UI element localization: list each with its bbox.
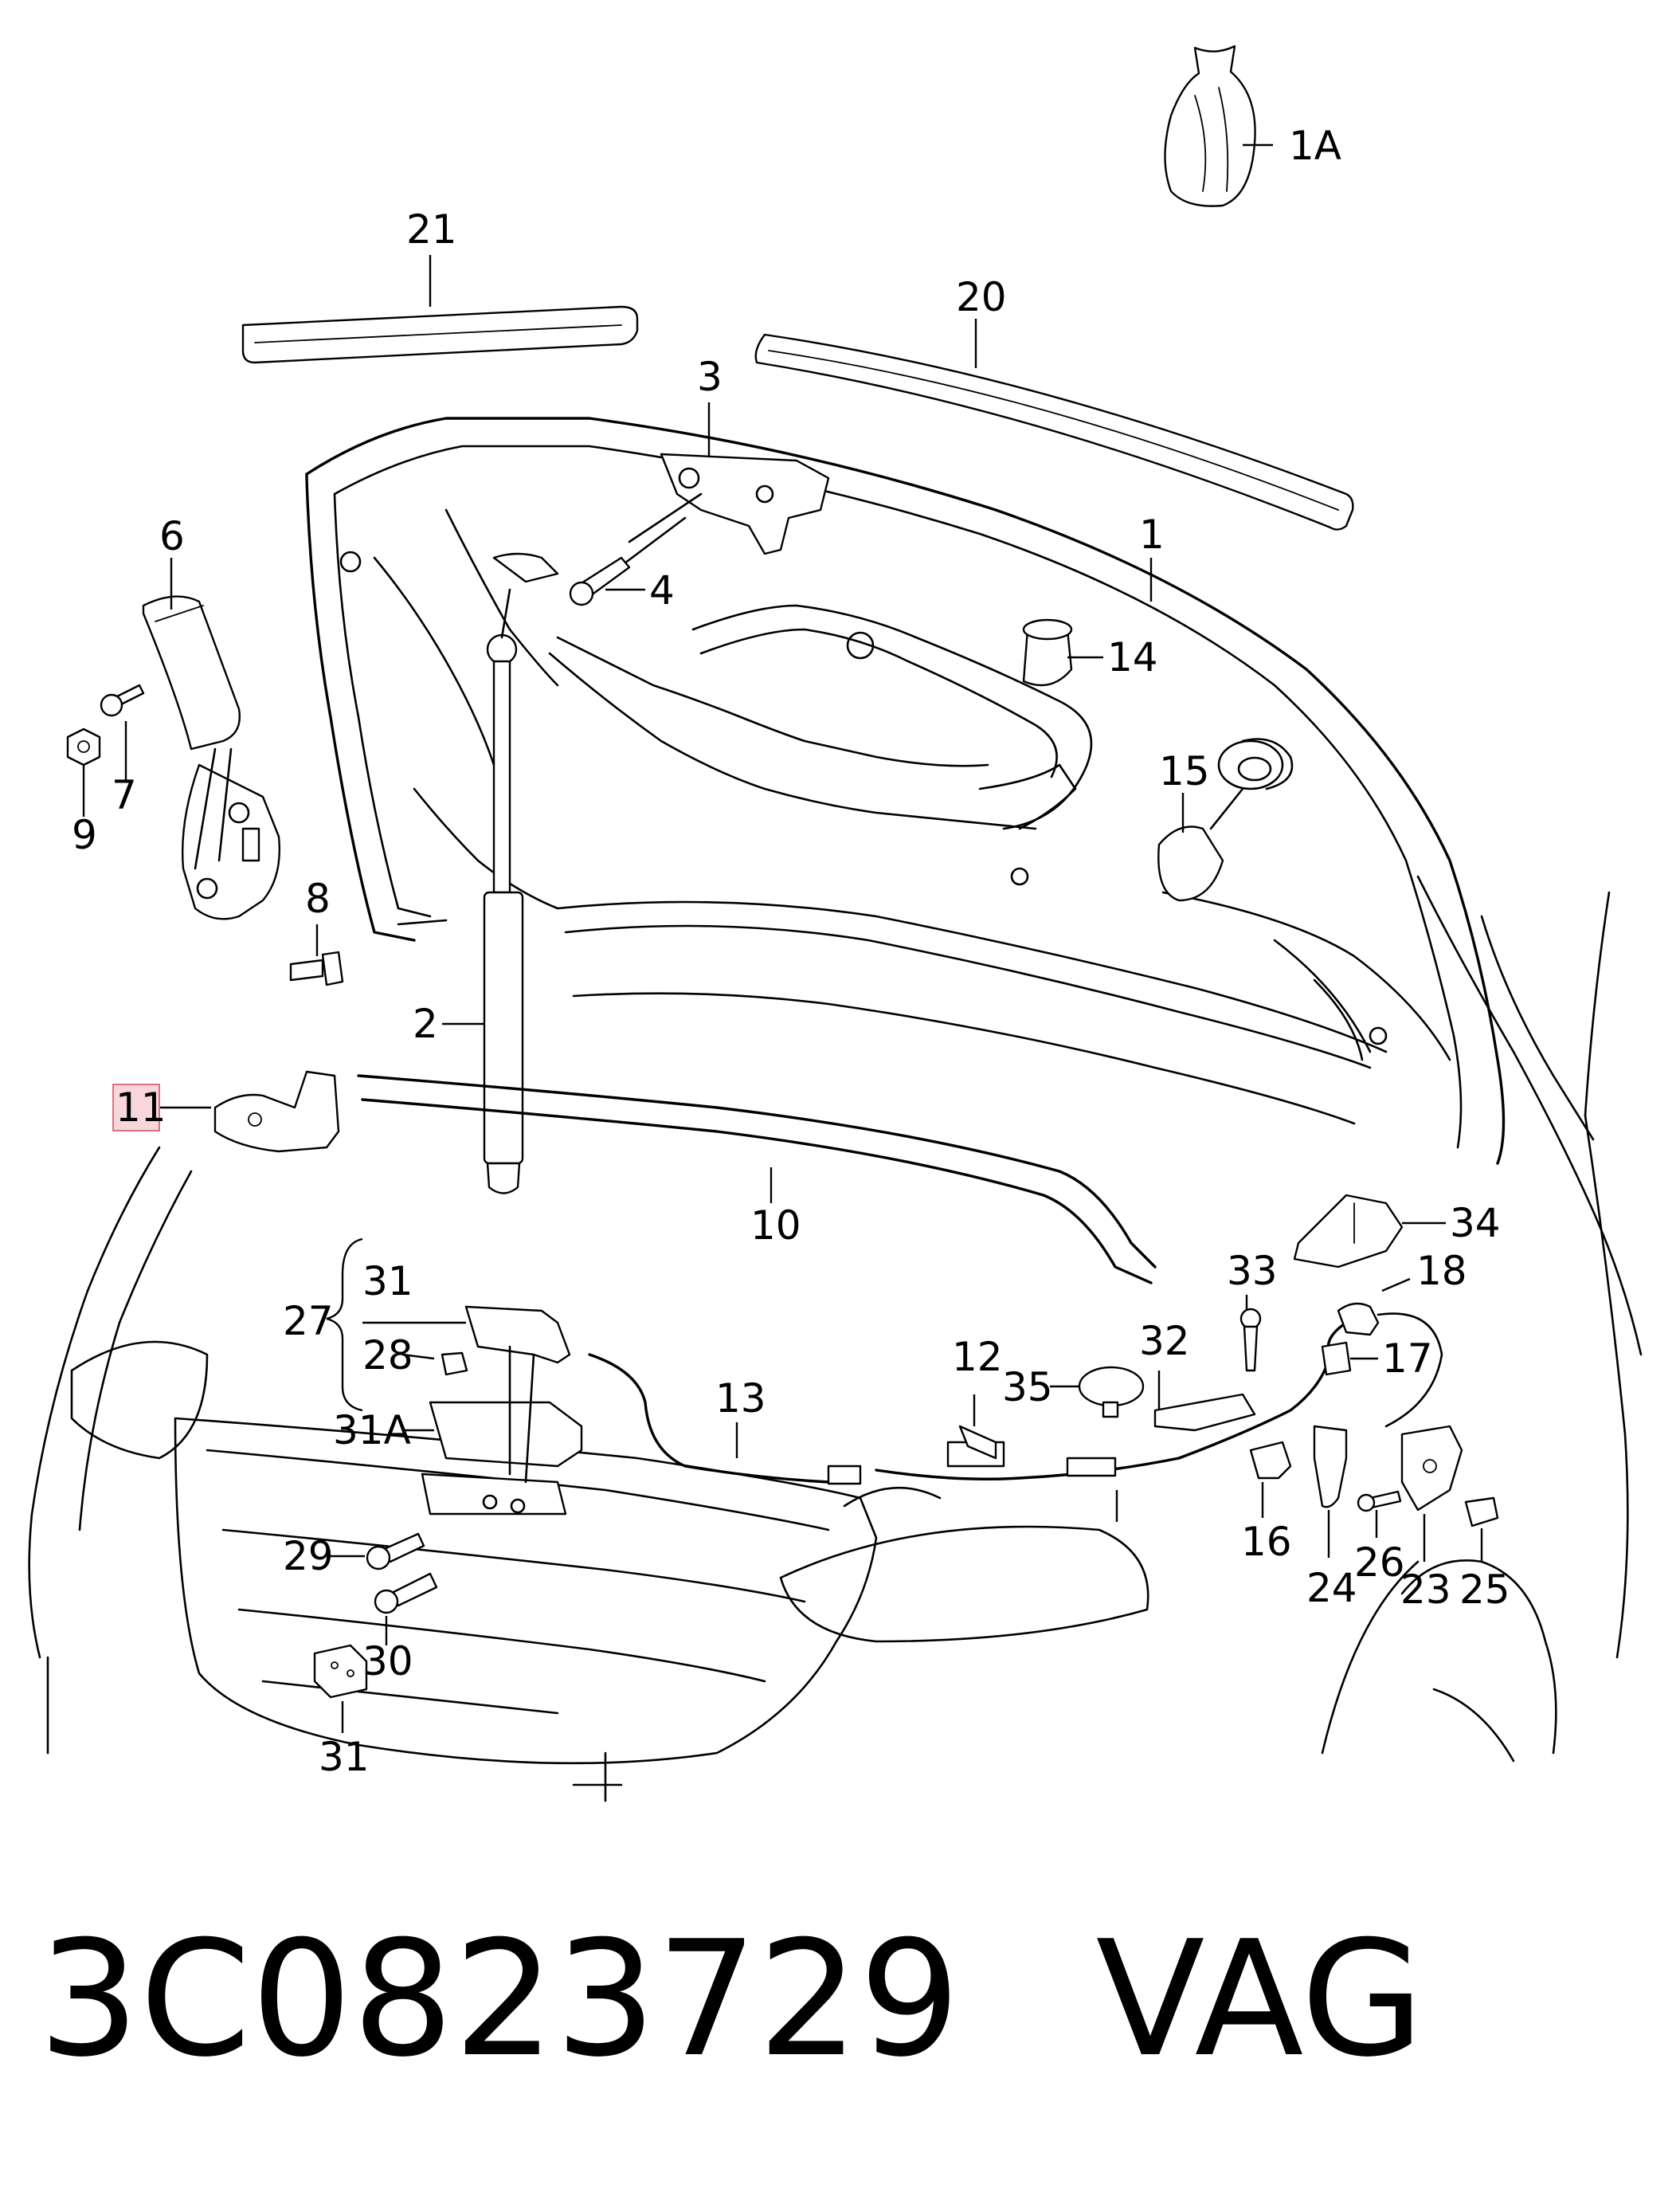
- screw-29: [366, 1532, 425, 1571]
- callout-30: 30: [362, 1638, 413, 1684]
- screw-7: [100, 684, 145, 717]
- clip-16: [1249, 1441, 1292, 1480]
- callout-29: 29: [283, 1533, 334, 1579]
- bolt-8: [289, 951, 344, 986]
- cap-35: [1078, 1366, 1145, 1418]
- callout-20: 20: [956, 274, 1007, 320]
- seal-strip-front: [754, 333, 1354, 531]
- clip-28: [441, 1351, 468, 1376]
- callout-26: 26: [1354, 1539, 1405, 1586]
- callout-10: 10: [750, 1202, 801, 1249]
- callout-24: 24: [1306, 1565, 1357, 1611]
- screw-26: [1357, 1490, 1402, 1512]
- grommet-18: [1337, 1302, 1443, 1428]
- callout-4: 4: [649, 567, 675, 614]
- clip-17: [1321, 1341, 1352, 1376]
- callout-3: 3: [697, 354, 723, 400]
- callout-13: 13: [715, 1375, 766, 1422]
- callout-31-top: 31: [362, 1258, 413, 1304]
- callout-12: 12: [952, 1334, 1003, 1380]
- callout-27: 27: [283, 1298, 334, 1344]
- callout-7: 7: [112, 772, 137, 818]
- callout-9: 9: [72, 812, 97, 858]
- car-body-front: [28, 875, 1643, 1802]
- hood-lock-upper: [620, 453, 830, 567]
- clip-25: [1464, 1496, 1499, 1527]
- screw-33: [1239, 1308, 1262, 1372]
- bracket-34: [1293, 1194, 1404, 1269]
- hood-hinge: [142, 595, 280, 920]
- grease-tube: [1164, 45, 1256, 207]
- callout-14: 14: [1107, 634, 1158, 680]
- callout-32: 32: [1139, 1318, 1190, 1364]
- gas-strut: [483, 552, 559, 1194]
- bolt-4: [569, 556, 631, 606]
- callout-33: 33: [1227, 1248, 1278, 1294]
- callout-31-bottom: 31: [319, 1734, 370, 1780]
- bracket-32: [1153, 1393, 1256, 1432]
- callout-1: 1: [1139, 512, 1165, 558]
- nut-9: [66, 727, 101, 767]
- callout-18: 18: [1416, 1248, 1467, 1294]
- release-handle-24: [1313, 1425, 1348, 1508]
- callout-17: 17: [1382, 1335, 1433, 1382]
- callout-25: 25: [1459, 1567, 1510, 1613]
- bracket-11: [213, 1070, 340, 1153]
- screw-30: [374, 1572, 438, 1614]
- callout-8: 8: [305, 876, 331, 922]
- callout-6: 6: [159, 513, 185, 559]
- callout-31A: 31A: [333, 1407, 411, 1453]
- part-number: 3C0823729: [38, 1907, 961, 2092]
- callout-28: 28: [362, 1332, 413, 1378]
- block-31: [313, 1644, 368, 1699]
- callout-35: 35: [1002, 1364, 1053, 1410]
- callout-23: 23: [1400, 1567, 1451, 1613]
- callout-11: 11: [116, 1084, 166, 1131]
- insulation-strip-10: [357, 1074, 1157, 1284]
- callout-2: 2: [413, 1001, 438, 1047]
- callout-1A: 1A: [1289, 123, 1341, 169]
- lock-assembly: [421, 1305, 583, 1516]
- callout-21: 21: [406, 206, 457, 253]
- seal-strip-rear: [241, 305, 639, 364]
- rubber-stop-14: [1022, 618, 1073, 687]
- cable-connector-12: [958, 1425, 997, 1460]
- callout-16: 16: [1241, 1519, 1292, 1565]
- leader-lines: [82, 143, 1483, 1733]
- callout-15: 15: [1159, 748, 1210, 794]
- handle-bracket-23: [1400, 1425, 1463, 1512]
- callout-11-highlight-box: [112, 1084, 160, 1131]
- brand-label: VAG: [1095, 1907, 1424, 2092]
- callout-34: 34: [1450, 1200, 1501, 1246]
- callout-labels: 1A 21 20 3 1 4 14 6 15 7 9 8 2 11 10 34 …: [72, 123, 1510, 1780]
